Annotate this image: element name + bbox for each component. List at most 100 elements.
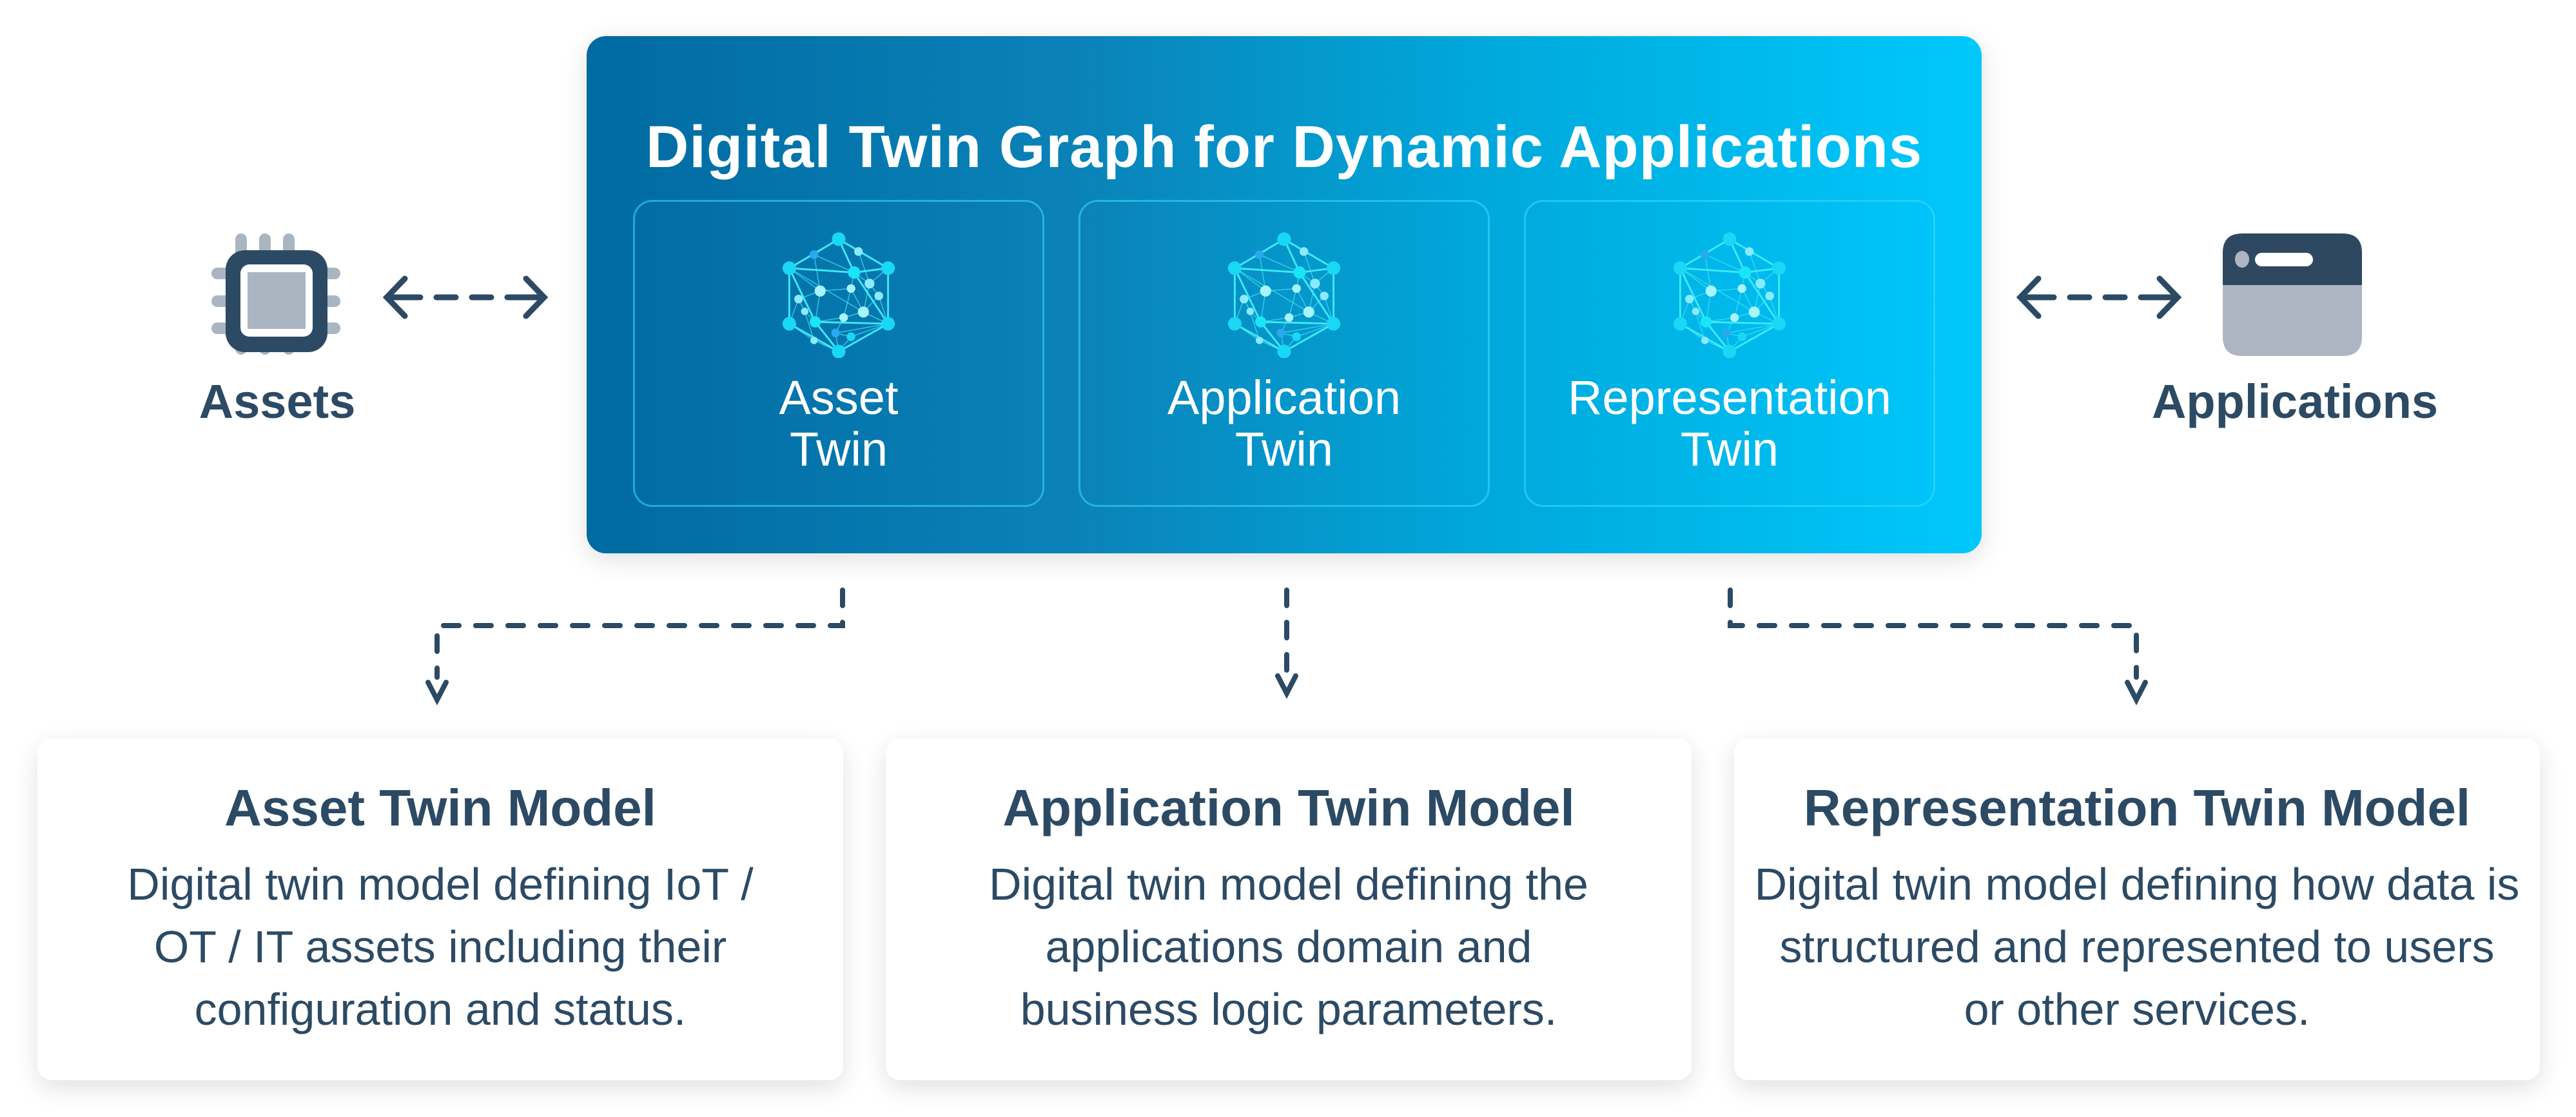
network-node xyxy=(1772,261,1786,275)
application-twin-card[interactable]: Application Twin xyxy=(1078,200,1490,507)
model-description: Digital twin model defining IoT / OT / I… xyxy=(127,859,754,1034)
applications-label: Applications xyxy=(2151,375,2439,428)
twin-label-line1: Representation xyxy=(1568,371,1891,424)
twin-label-line2: Twin xyxy=(789,422,888,476)
connector-representation xyxy=(1728,588,2139,680)
network-node xyxy=(1292,332,1301,341)
network-node xyxy=(864,279,875,289)
graph-title: Digital Twin Graph for Dynamic Applicati… xyxy=(645,114,1923,180)
model-description: Digital twin model defining how data is … xyxy=(1754,859,2520,1034)
network-edge xyxy=(1744,272,1780,324)
application-twin-label: Application Twin xyxy=(1080,372,1488,475)
network-node xyxy=(801,308,809,315)
network-edge xyxy=(1679,268,1707,322)
network-node xyxy=(1685,295,1694,304)
network-edge xyxy=(1303,251,1316,284)
network-edge xyxy=(1259,254,1266,292)
network-node xyxy=(1227,261,1242,275)
network-edge xyxy=(858,251,870,284)
asset-twin-card[interactable]: Asset Twin xyxy=(633,200,1044,507)
network-node xyxy=(1705,285,1717,297)
model-title: Representation Twin Model xyxy=(1803,779,2471,836)
network-graph-icon xyxy=(1673,232,1786,358)
asset-twin-model-card[interactable]: Asset Twin Model Digital twin model defi… xyxy=(37,738,843,1080)
network-node xyxy=(846,332,855,341)
assets-bidirectional-arrow xyxy=(382,275,549,319)
twin-label-line2: Twin xyxy=(1680,422,1779,476)
network-edge xyxy=(838,322,889,353)
network-node xyxy=(810,316,821,328)
network-edge xyxy=(1726,323,1779,334)
arrowhead-application xyxy=(1275,673,1298,699)
network-node xyxy=(810,337,818,344)
network-edge xyxy=(1706,321,1779,325)
network-node xyxy=(1765,292,1774,301)
network-edge xyxy=(789,268,864,313)
network-edge xyxy=(1680,268,1755,313)
network-node xyxy=(1310,279,1320,289)
network-edge xyxy=(1680,267,1746,273)
network-node xyxy=(1299,247,1309,256)
representation-twin-card[interactable]: Representation Twin xyxy=(1524,200,1935,507)
network-edge xyxy=(814,254,821,292)
network-node xyxy=(1327,261,1341,275)
network-node xyxy=(1722,328,1731,338)
network-node xyxy=(1673,317,1687,331)
network-node xyxy=(1701,337,1709,344)
network-node xyxy=(832,344,846,358)
network-node xyxy=(1722,232,1737,246)
network-graph-icon xyxy=(1227,232,1341,358)
network-edge xyxy=(1249,311,1260,341)
network-node xyxy=(831,328,840,338)
network-edge xyxy=(1695,311,1706,341)
network-node xyxy=(874,292,883,301)
network-edge xyxy=(835,323,888,334)
network-node xyxy=(1701,316,1712,328)
network-node xyxy=(1744,247,1754,256)
network-node xyxy=(1277,232,1291,246)
network-node xyxy=(814,285,826,297)
network-node xyxy=(1284,313,1294,322)
network-node xyxy=(1772,317,1786,331)
network-node xyxy=(1730,313,1739,322)
network-edge xyxy=(1281,323,1334,334)
network-edge xyxy=(804,311,815,341)
network-node xyxy=(881,317,895,331)
chip-icon xyxy=(211,233,340,355)
network-node xyxy=(1748,306,1760,318)
network-node xyxy=(846,284,855,293)
network-node xyxy=(1327,317,1341,331)
network-edge xyxy=(1704,254,1746,273)
network-node xyxy=(881,261,895,275)
network-edge xyxy=(1734,288,1742,318)
network-node xyxy=(1701,250,1710,259)
network-node xyxy=(1692,308,1700,315)
network-edge xyxy=(814,254,855,273)
network-node xyxy=(839,313,848,322)
network-edge xyxy=(1234,268,1309,313)
twin-label-line2: Twin xyxy=(1234,422,1334,476)
network-node xyxy=(1255,250,1264,259)
network-graph-icon xyxy=(782,232,895,358)
network-node xyxy=(1737,284,1746,293)
network-node xyxy=(1739,266,1751,279)
network-edge xyxy=(1704,254,1712,292)
model-title: Application Twin Model xyxy=(1002,779,1575,836)
network-node xyxy=(857,306,869,318)
network-node xyxy=(810,250,819,259)
network-node xyxy=(1722,344,1737,358)
assets-node: Assets xyxy=(187,219,367,439)
arrowhead-representation xyxy=(2125,680,2148,706)
network-node xyxy=(1276,328,1285,338)
network-edge xyxy=(1283,322,1334,353)
network-node xyxy=(1755,279,1766,289)
network-edge xyxy=(1259,254,1300,273)
representation-twin-model-card[interactable]: Representation Twin Model Digital twin m… xyxy=(1734,738,2540,1080)
network-edge xyxy=(789,267,855,273)
network-node xyxy=(1227,317,1242,331)
application-twin-model-card[interactable]: Application Twin Model Digital twin mode… xyxy=(886,738,1692,1080)
asset-twin-label: Asset Twin xyxy=(635,372,1042,475)
network-node xyxy=(832,232,846,246)
connector-asset xyxy=(434,588,845,680)
network-edge xyxy=(1298,272,1334,324)
